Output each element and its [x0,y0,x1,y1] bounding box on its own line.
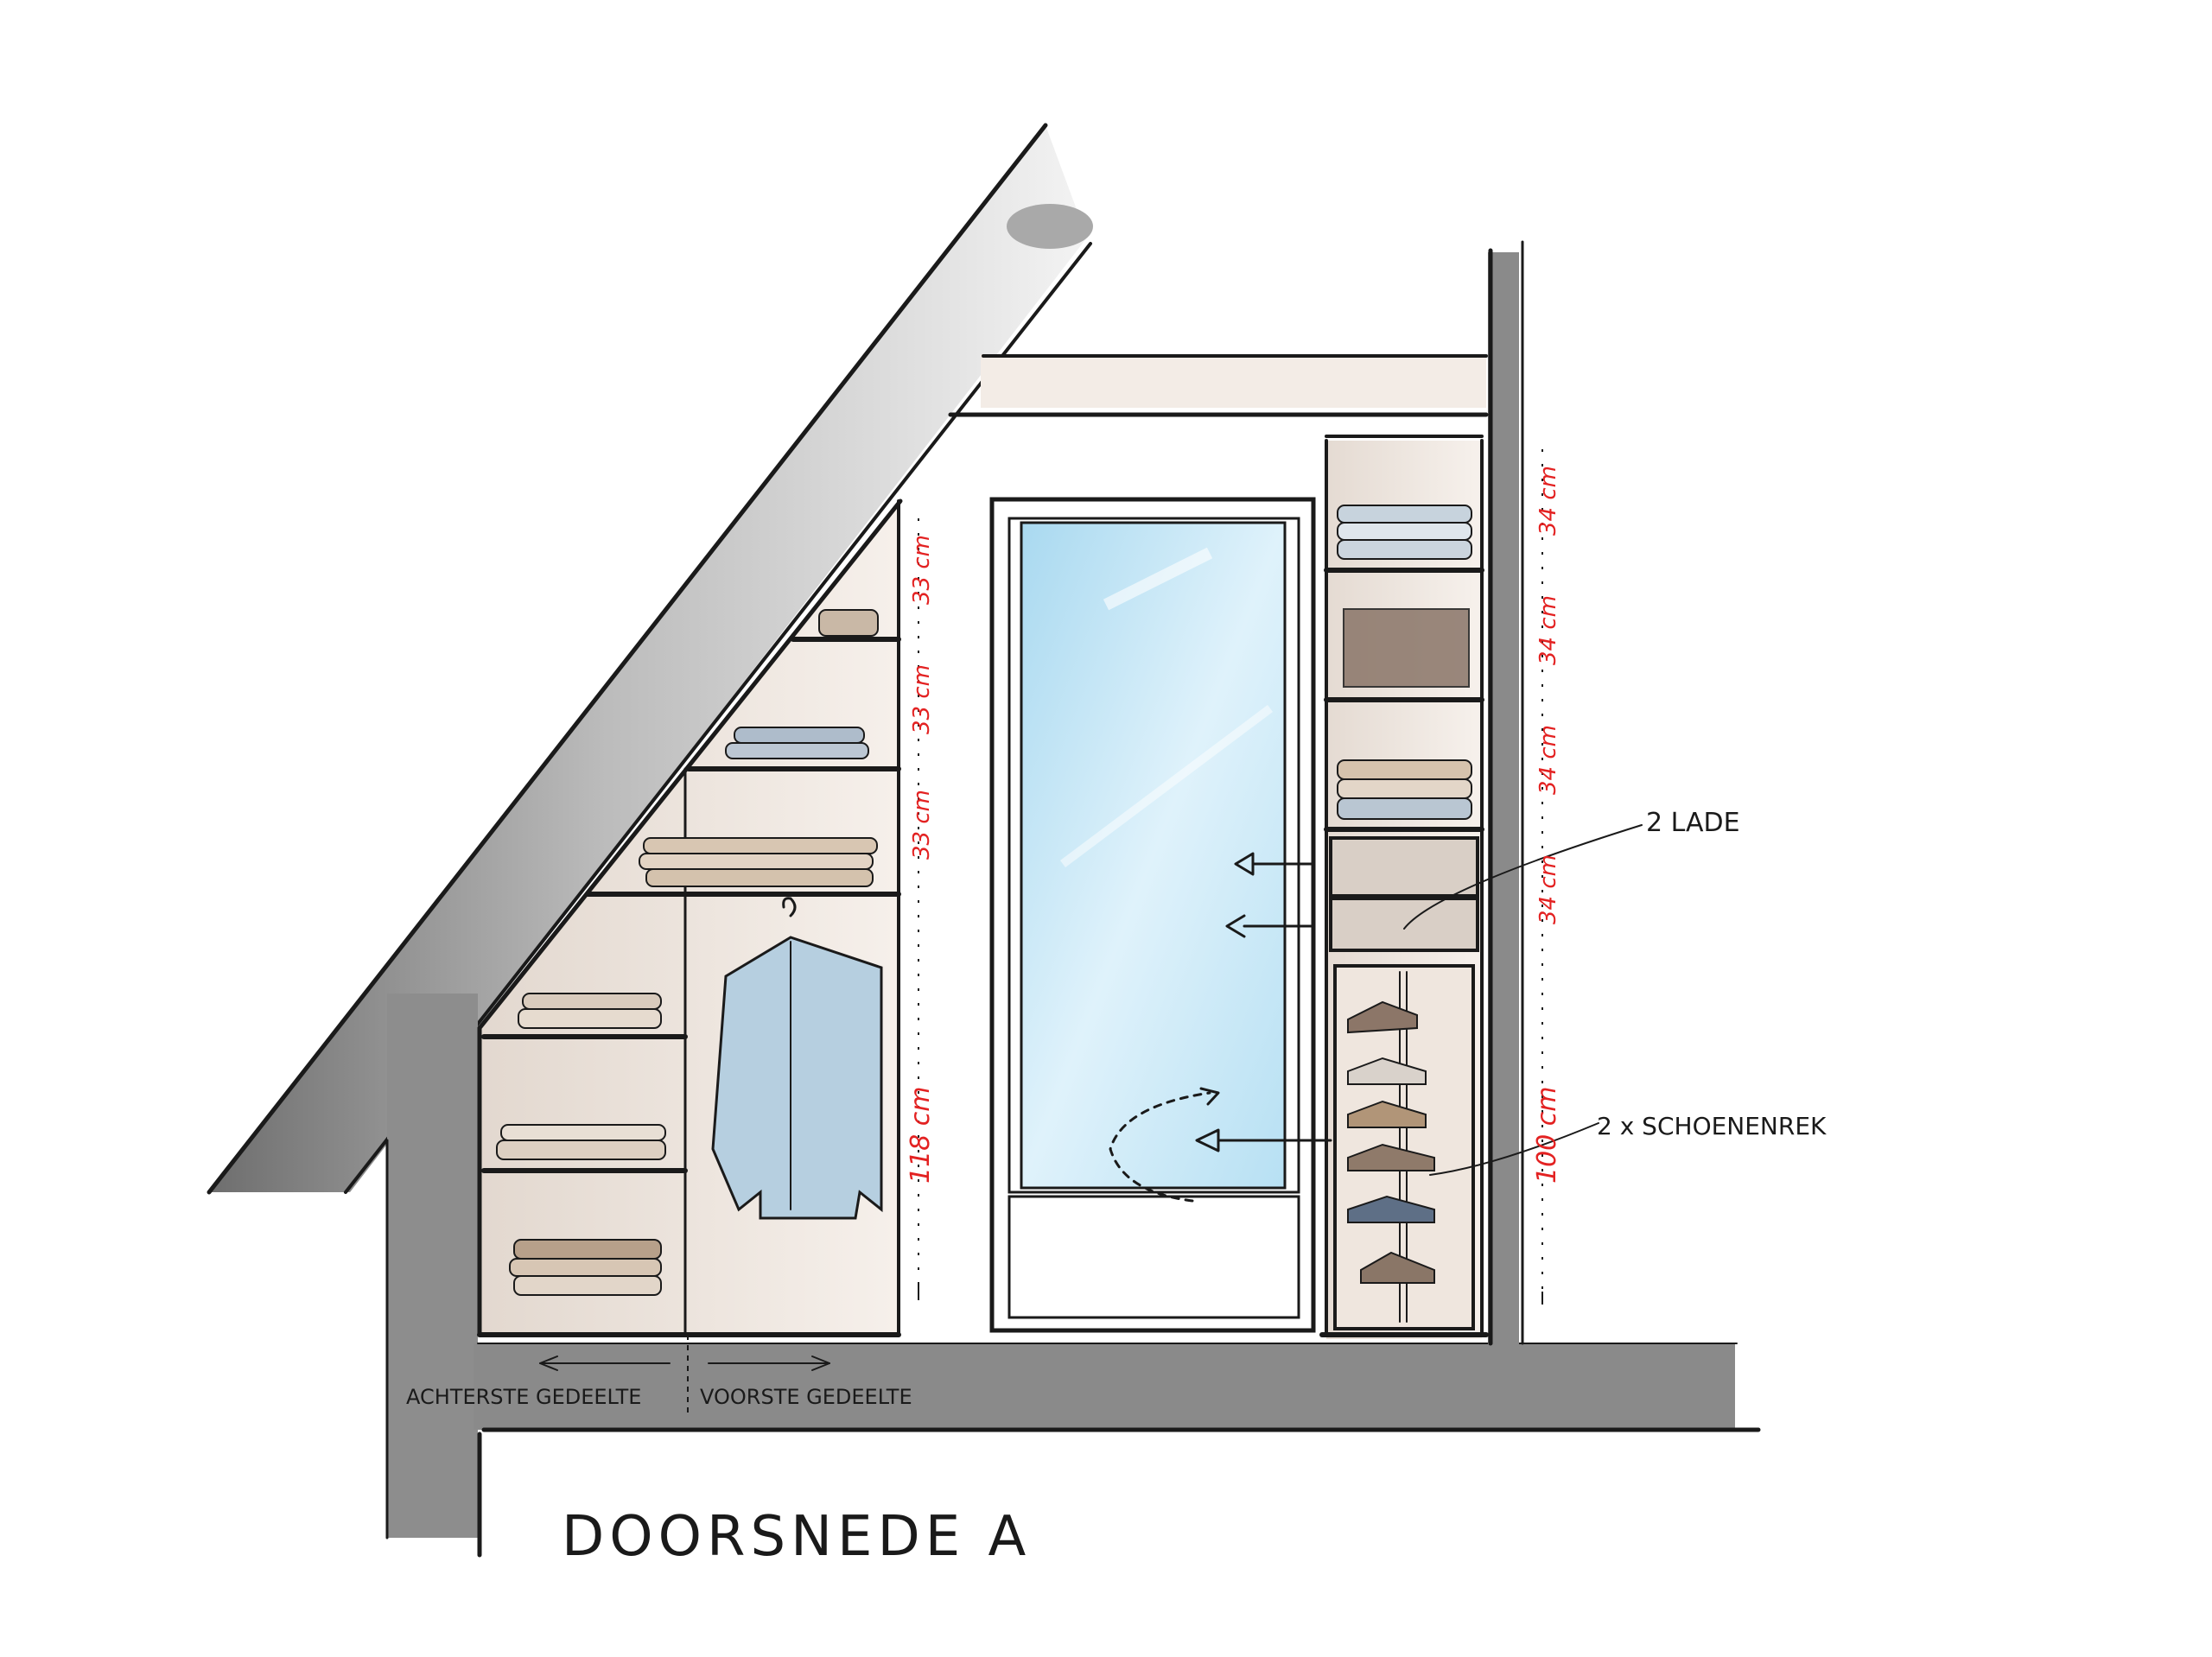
mirror-door [989,497,1316,1333]
dimension-right-2: 34 cm [1535,595,1561,665]
roof-beam [209,125,1087,1192]
dimension-left-2: 33 cm [909,664,935,734]
dimension-right-1: 34 cm [1535,466,1561,536]
dimension-right-total: 100 cm [1532,1086,1562,1184]
drawing-title: DOORSNEDE A [562,1505,1031,1569]
right-wall [1488,252,1519,1345]
dimension-right-4: 34 cm [1535,854,1561,924]
dimension-left-total: 118 cm [906,1086,936,1184]
building-structure [207,123,1761,1558]
dimension-left-3: 33 cm [909,790,935,860]
ceiling-beam [981,354,1486,408]
label-front-section: VOORSTE GEDEELTE [700,1385,912,1409]
label-back-section: ACHTERSTE GEDEELTE [406,1385,641,1409]
knee-wall [387,994,478,1538]
label-shoe-racks: 2 x SCHOENENREK [1597,1112,1827,1140]
mirror [1020,521,1287,1190]
folded-clothes [496,609,879,1296]
floor [474,1343,1735,1430]
hanging-shirt [711,897,883,1220]
left-wardrobe [477,498,903,1337]
dimension-right-3: 34 cm [1535,725,1561,795]
drawer [1329,897,1479,952]
beam-end [1007,204,1093,249]
right-cabinet [1319,435,1489,1339]
label-drawers: 2 LADE [1646,808,1740,838]
dimension-left-1: 33 cm [909,535,935,605]
dimension-lines [918,449,1543,1305]
drawer [1329,836,1479,898]
shoes [1347,1000,1435,1284]
pointer-arrows [539,824,1643,1413]
